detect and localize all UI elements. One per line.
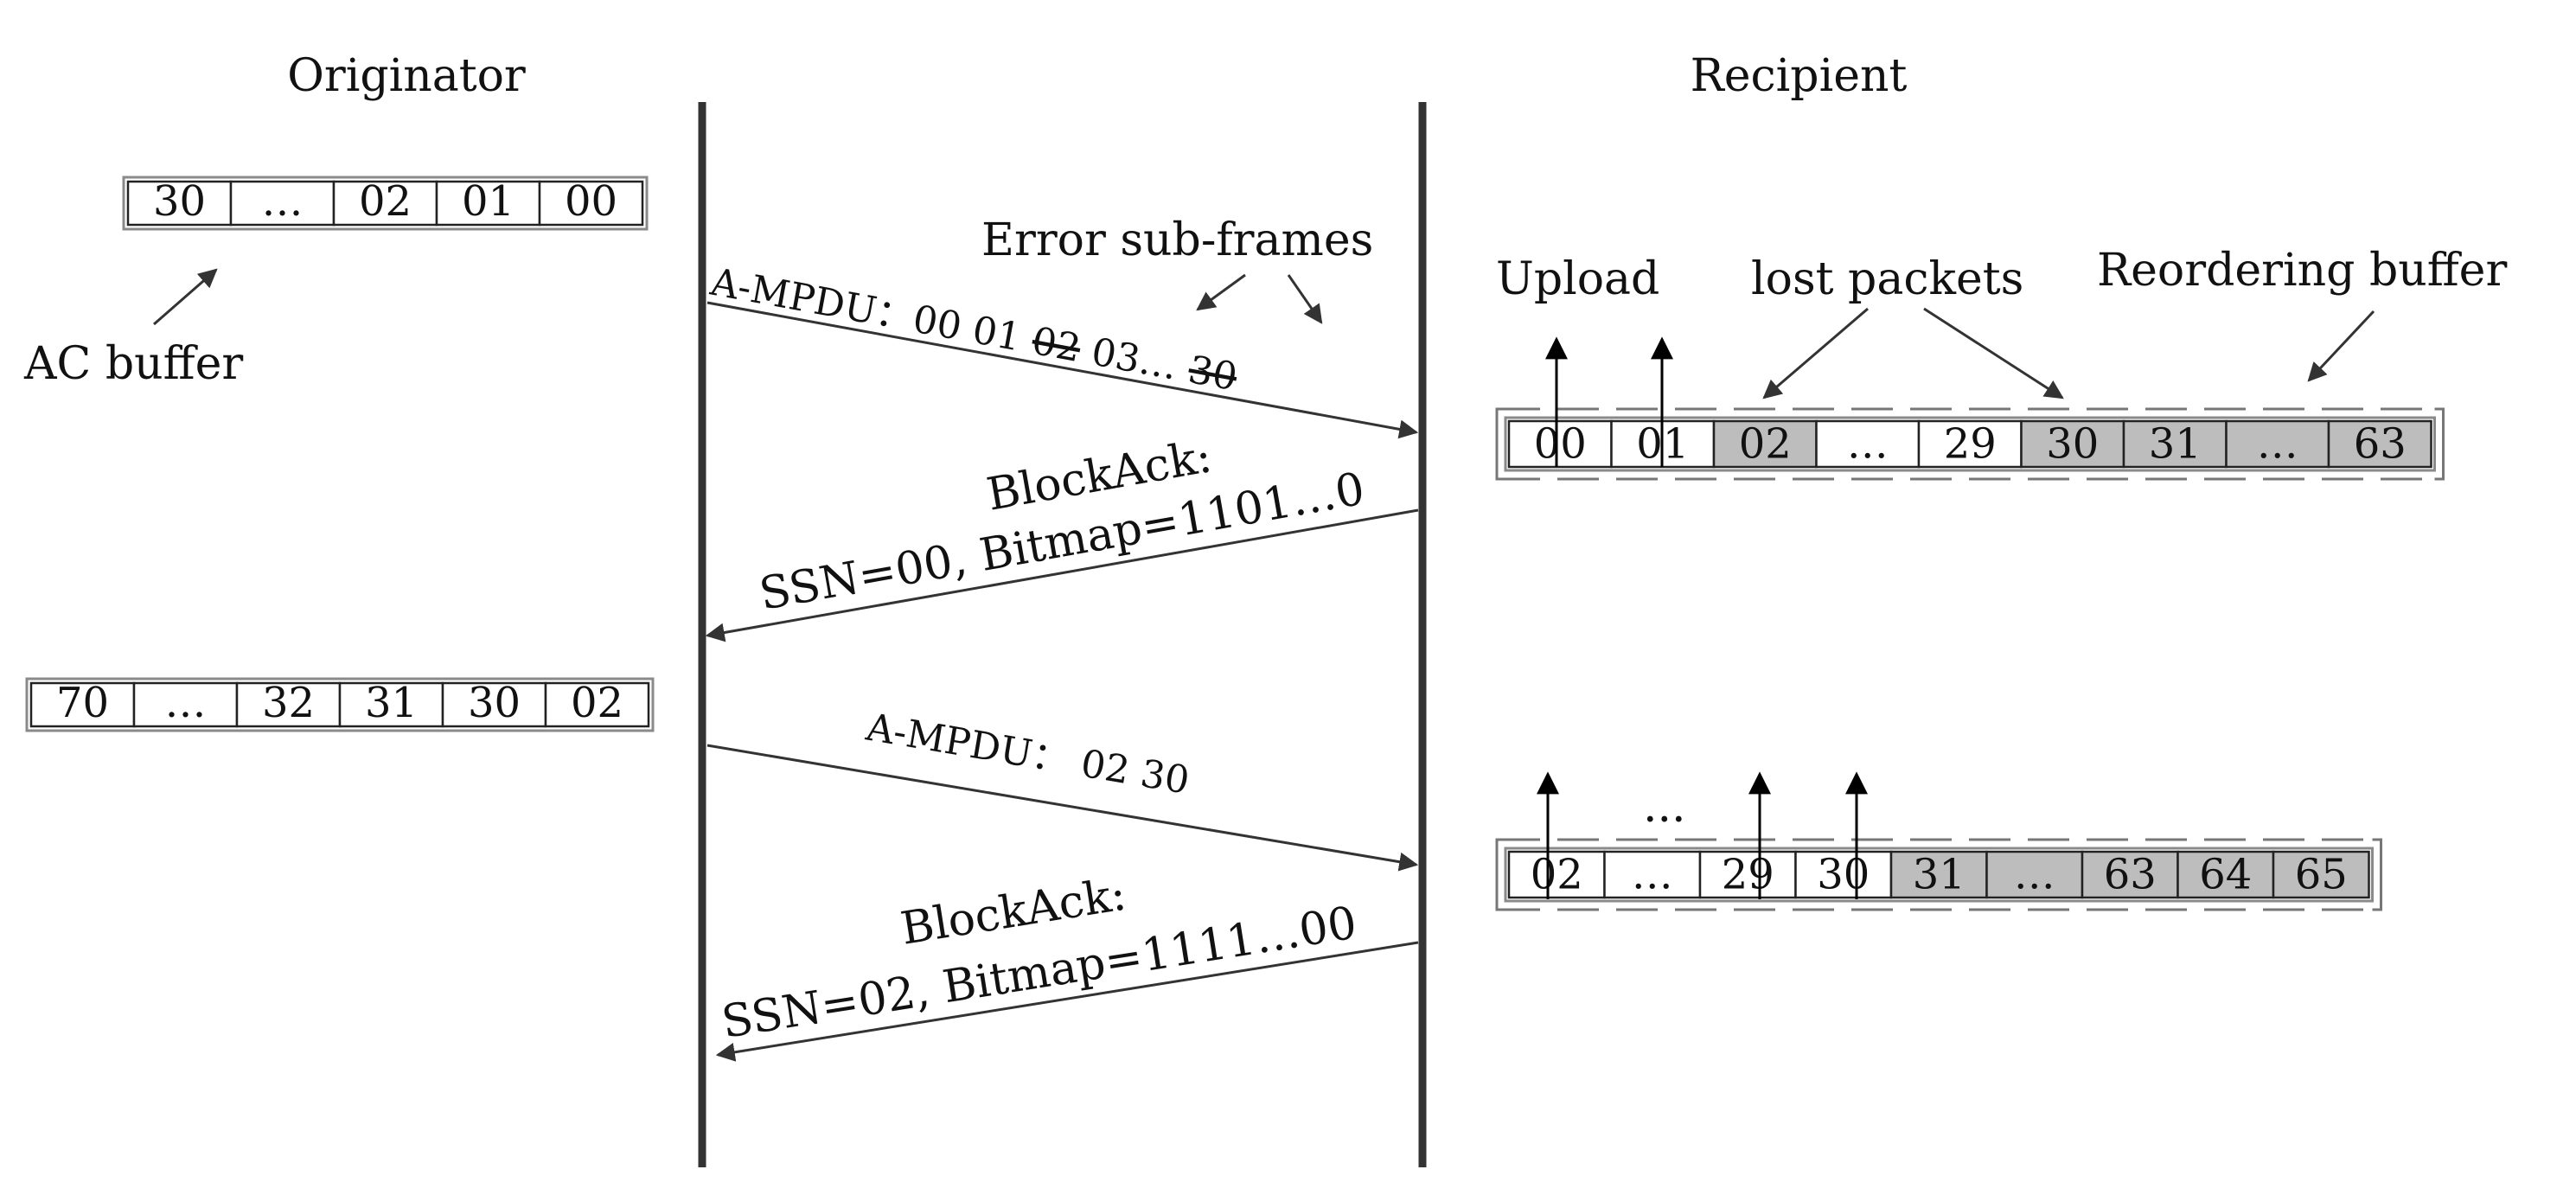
error-arrow-left xyxy=(1196,273,1246,311)
ac-cell xyxy=(29,681,136,728)
lost-pointer-left xyxy=(1762,307,1869,399)
reorder-cell-label: 31 xyxy=(1913,850,1966,898)
ac-cell-label: 02 xyxy=(359,177,412,226)
ac-cell xyxy=(132,681,239,728)
reorder-cell-label: 65 xyxy=(2295,850,2348,898)
ac-buffer-pointer-arrow xyxy=(153,268,218,326)
rb1-bracket-left xyxy=(1495,407,1505,481)
lost-pointer-right xyxy=(1923,307,2064,399)
reorder-cell-label: … xyxy=(1632,850,1673,898)
lost-packets-label: lost packets xyxy=(1751,253,2023,305)
ac-cell xyxy=(538,180,644,227)
reorder-cell xyxy=(1507,850,1606,899)
ac-cell xyxy=(332,180,438,227)
ac-cell xyxy=(235,681,342,728)
ampdu-label-1: A-MPDU：00 01 02 03… 30 xyxy=(706,259,1241,399)
rb1-frame xyxy=(1504,416,2436,472)
reorder-cell-lost xyxy=(2020,419,2125,469)
reorder-cell-label: 31 xyxy=(2149,419,2202,468)
reorder-cell xyxy=(1815,419,1921,469)
reorder-cell-label: 64 xyxy=(2199,850,2252,898)
rb2-frame xyxy=(1504,847,2374,903)
reorder-cell-label: 63 xyxy=(2104,850,2157,898)
rb1-bracket-right xyxy=(2434,407,2445,481)
reorder-cell xyxy=(1507,419,1613,469)
ampdu-arrow-2 xyxy=(706,744,1419,872)
reorder-pointer xyxy=(2307,310,2375,382)
reorder-cell-label: 02 xyxy=(1531,850,1583,898)
ac-buffer-2: 70 … 32 31 30 02 xyxy=(25,677,655,732)
originator-header: Originator xyxy=(287,50,526,102)
ac-cell-label: 70 xyxy=(56,679,109,727)
ac-cell-label: 30 xyxy=(468,679,521,727)
ac-cell-label: … xyxy=(262,177,304,226)
ac-cell-label: 31 xyxy=(365,679,418,727)
ac-cell-label: 02 xyxy=(571,679,623,727)
reorder-buffer-2: 02 … 29 30 31 … 63 64 65 xyxy=(1495,838,2382,911)
ampdu-arrow-1 xyxy=(706,301,1419,439)
rb2-bracket-right xyxy=(2372,838,2382,911)
reorder-cell-label: 00 xyxy=(1534,419,1587,468)
error-subframes-label: Error sub-frames xyxy=(981,214,1373,266)
blockack-arrow-1 xyxy=(705,508,1419,642)
error-arrow-right xyxy=(1287,274,1323,324)
blockack-arrow-2 xyxy=(715,941,1419,1062)
reorder-cell-label: … xyxy=(1847,419,1889,468)
reorder-cell-label: 02 xyxy=(1739,419,1792,468)
ampdu-label-2: A-MPDU： 02 30 xyxy=(862,705,1192,802)
ac-cell xyxy=(338,681,444,728)
upload-label: Upload xyxy=(1496,253,1659,305)
reorder-cell-lost xyxy=(1985,850,2084,899)
ac-cell-label: … xyxy=(165,679,207,727)
ac-cell-label: 32 xyxy=(262,679,315,727)
rb2-bracket-left xyxy=(1495,838,1505,911)
upload-ellipsis: ... xyxy=(1643,781,1686,833)
ac-buffer-1: 30 … 02 01 00 xyxy=(122,176,649,231)
ac-cell xyxy=(544,681,650,728)
reorder-cell-label: … xyxy=(2257,419,2298,468)
reordering-buffer-label: Reordering buffer xyxy=(2097,245,2507,297)
ac-cell-label: 00 xyxy=(565,177,617,226)
reorder-cell xyxy=(1917,419,2023,469)
reorder-cell-label: 63 xyxy=(2354,419,2407,468)
ac-cell xyxy=(441,681,547,728)
reorder-cell-label: 30 xyxy=(2046,419,2099,468)
reorder-cell-lost xyxy=(2272,850,2370,899)
reorder-cell-lost xyxy=(2327,419,2432,469)
reorder-cell-label: 29 xyxy=(1722,850,1774,898)
reorder-cell xyxy=(1603,850,1702,899)
reorder-cell-label: 29 xyxy=(1944,419,1997,468)
ac-cell-label: 30 xyxy=(153,177,206,226)
ac-cell xyxy=(229,180,336,227)
reorder-cell-label: … xyxy=(2014,850,2055,898)
reorder-cell-label: 30 xyxy=(1817,850,1870,898)
ac-cell-label: 01 xyxy=(462,177,515,226)
recipient-header: Recipient xyxy=(1691,50,1908,102)
ac-buffer-label: AC buffer xyxy=(23,338,243,390)
reorder-cell-lost xyxy=(2225,419,2330,469)
